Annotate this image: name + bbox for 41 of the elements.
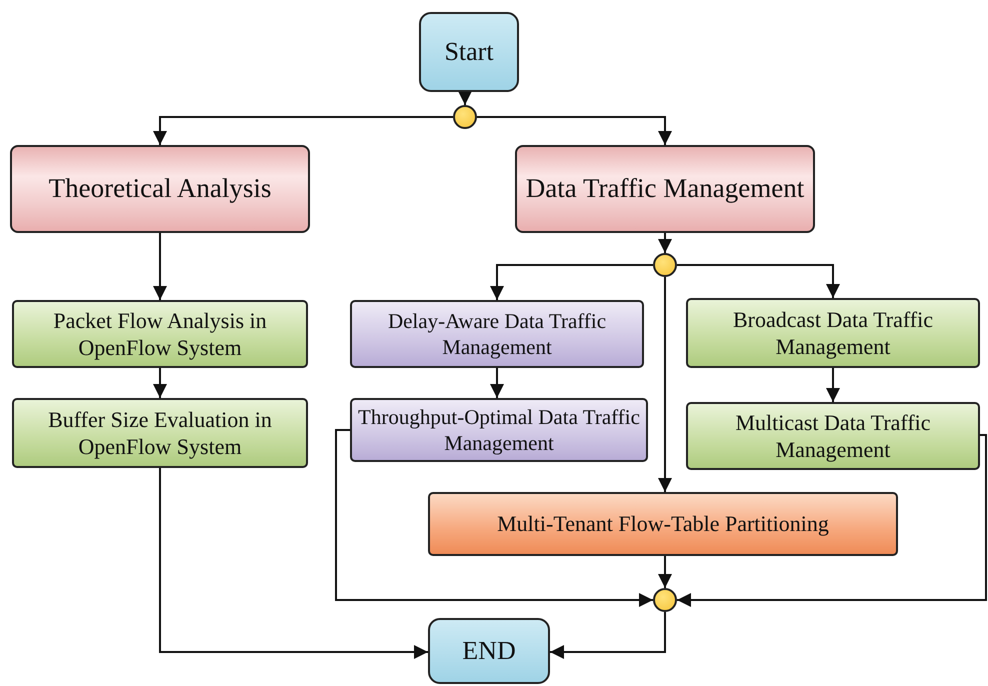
box-label: Throughput-Optimal Data Traffic Management <box>357 404 641 456</box>
box-label: Data Traffic Management <box>524 172 806 206</box>
process-box <box>350 398 648 462</box>
arrow <box>477 116 672 145</box>
arrow <box>458 91 472 105</box>
process-box <box>12 300 308 368</box>
arrow <box>658 277 672 492</box>
terminal-box <box>419 12 519 92</box>
arrow <box>658 233 672 253</box>
junction-circle <box>653 588 677 612</box>
box-label: Start <box>443 36 495 68</box>
arrow <box>153 368 167 398</box>
box-label: Buffer Size Evaluation in OpenFlow System <box>47 406 273 460</box>
arrow <box>550 612 666 659</box>
process-box <box>428 492 898 556</box>
process-box <box>12 398 308 468</box>
junction-circle <box>653 253 677 277</box>
arrow <box>153 233 167 300</box>
arrow <box>153 116 453 145</box>
process-box <box>686 402 980 470</box>
box-label: END <box>461 634 517 667</box>
box-label: Packet Flow Analysis in OpenFlow System <box>52 306 268 362</box>
arrow <box>658 556 672 588</box>
arrow <box>826 368 840 402</box>
process-box <box>350 300 644 368</box>
category-box <box>10 145 310 233</box>
junction-circle <box>453 105 477 129</box>
arrow <box>677 264 840 298</box>
arrow <box>490 368 504 398</box>
category-box <box>515 145 815 233</box>
box-label: Multi-Tenant Flow-Table Partitioning <box>496 510 830 538</box>
process-box <box>686 298 980 368</box>
box-label: Multicast Data Traffic Management <box>734 408 932 464</box>
box-label: Broadcast Data Traffic Management <box>732 306 934 360</box>
arrow <box>490 264 653 300</box>
arrow <box>335 429 653 607</box>
arrow <box>677 434 987 607</box>
arrow <box>159 468 428 659</box>
box-label: Delay-Aware Data Traffic Management <box>386 308 608 360</box>
terminal-box <box>428 618 550 684</box>
box-label: Theoretical Analysis <box>48 172 272 206</box>
